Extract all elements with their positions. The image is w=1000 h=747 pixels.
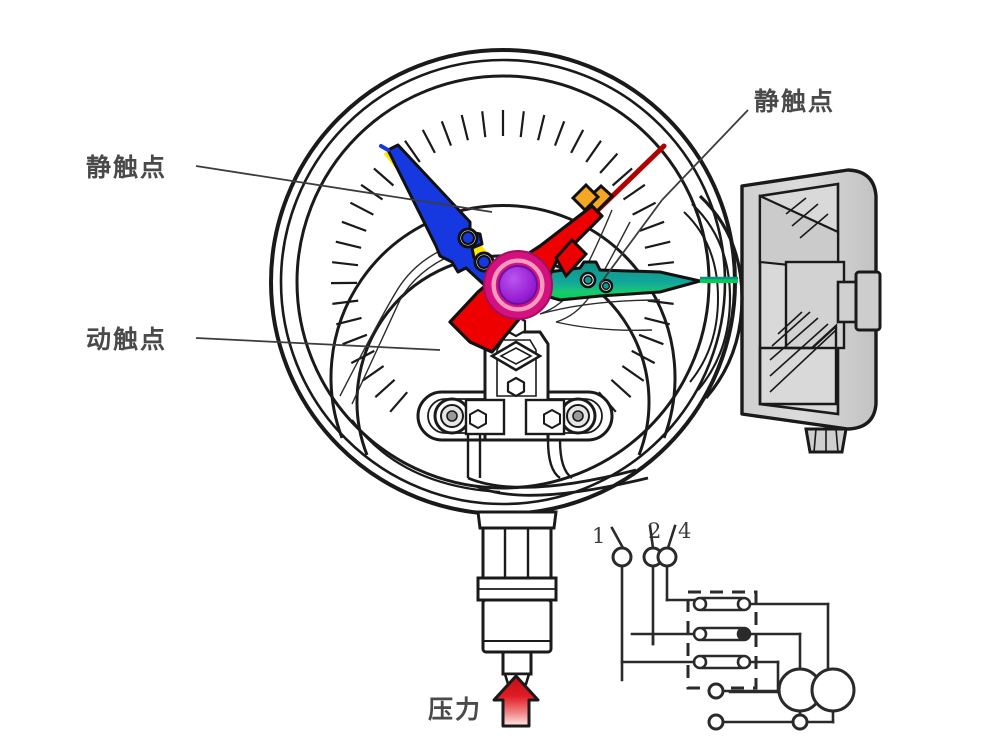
dial-tick — [644, 240, 671, 249]
dial-tick — [374, 378, 396, 399]
dial-tick — [349, 201, 374, 216]
process-connection-stem — [476, 510, 558, 686]
terminal-2: 2 — [642, 519, 664, 646]
box-hatching-bottom — [769, 311, 837, 393]
dial-tick — [336, 316, 362, 326]
terminal-1-number: 1 — [592, 524, 605, 548]
dial-tick — [331, 261, 359, 267]
dial-tick — [361, 365, 385, 382]
dial-tick — [647, 261, 675, 267]
leader-lines — [195, 109, 749, 351]
dial-tick — [621, 365, 645, 382]
label-static-contact-left: 静触点 — [86, 153, 167, 182]
dial-tick — [537, 114, 546, 141]
dial-tick — [585, 140, 602, 163]
blue-setpoint-arm — [379, 143, 510, 294]
dial-tick — [460, 114, 469, 141]
label-pressure: 压力 — [428, 695, 482, 724]
dial-tick — [335, 240, 362, 249]
dial-tick — [440, 120, 453, 146]
dial-tick — [611, 167, 633, 187]
dial-tick — [360, 183, 384, 201]
dial-tick — [570, 129, 585, 154]
terminal-row-1 — [665, 596, 830, 678]
label-static-contact-right: 静触点 — [754, 87, 835, 116]
terminal-row-3 — [620, 654, 780, 694]
dial-tick — [373, 167, 395, 187]
dial-tick — [481, 111, 487, 138]
dial-tick — [341, 220, 367, 232]
dial-tick — [647, 299, 674, 305]
dial-tick — [342, 333, 368, 346]
dial-tick — [632, 201, 657, 216]
box-hatching-top — [785, 197, 829, 239]
dial-tick — [638, 333, 664, 346]
dial-tick — [631, 349, 656, 365]
dial-tick — [622, 183, 646, 201]
teal-setpoint-arm — [544, 260, 738, 302]
label-moving-contact: 动触点 — [86, 325, 167, 354]
dial-tick — [350, 349, 375, 365]
terminal-junction-box — [740, 168, 882, 454]
terminal-1: 1 — [592, 524, 633, 682]
dial-tick — [553, 120, 566, 146]
terminal-4-number: 4 — [678, 519, 691, 543]
dial-tick — [519, 111, 525, 138]
dial-tick — [639, 220, 665, 232]
dial-tick — [404, 140, 421, 163]
terminal-4: 4 — [656, 519, 691, 602]
movement-base-plate — [351, 314, 649, 497]
dial-tick — [610, 378, 632, 399]
dial-tick — [421, 129, 436, 154]
dial-tick — [599, 152, 619, 174]
pressure-arrow-icon — [492, 674, 540, 728]
wiring-terminal-block — [620, 590, 830, 694]
dial-tick — [332, 299, 359, 305]
indicator-lamp-pair — [777, 667, 856, 731]
terminal-group: 1 2 4 — [592, 519, 691, 682]
dial-tick — [389, 391, 409, 413]
center-hub — [483, 250, 553, 320]
terminal-row-2 — [630, 626, 802, 678]
output-terminals — [707, 682, 795, 731]
dial-tick — [644, 316, 670, 326]
